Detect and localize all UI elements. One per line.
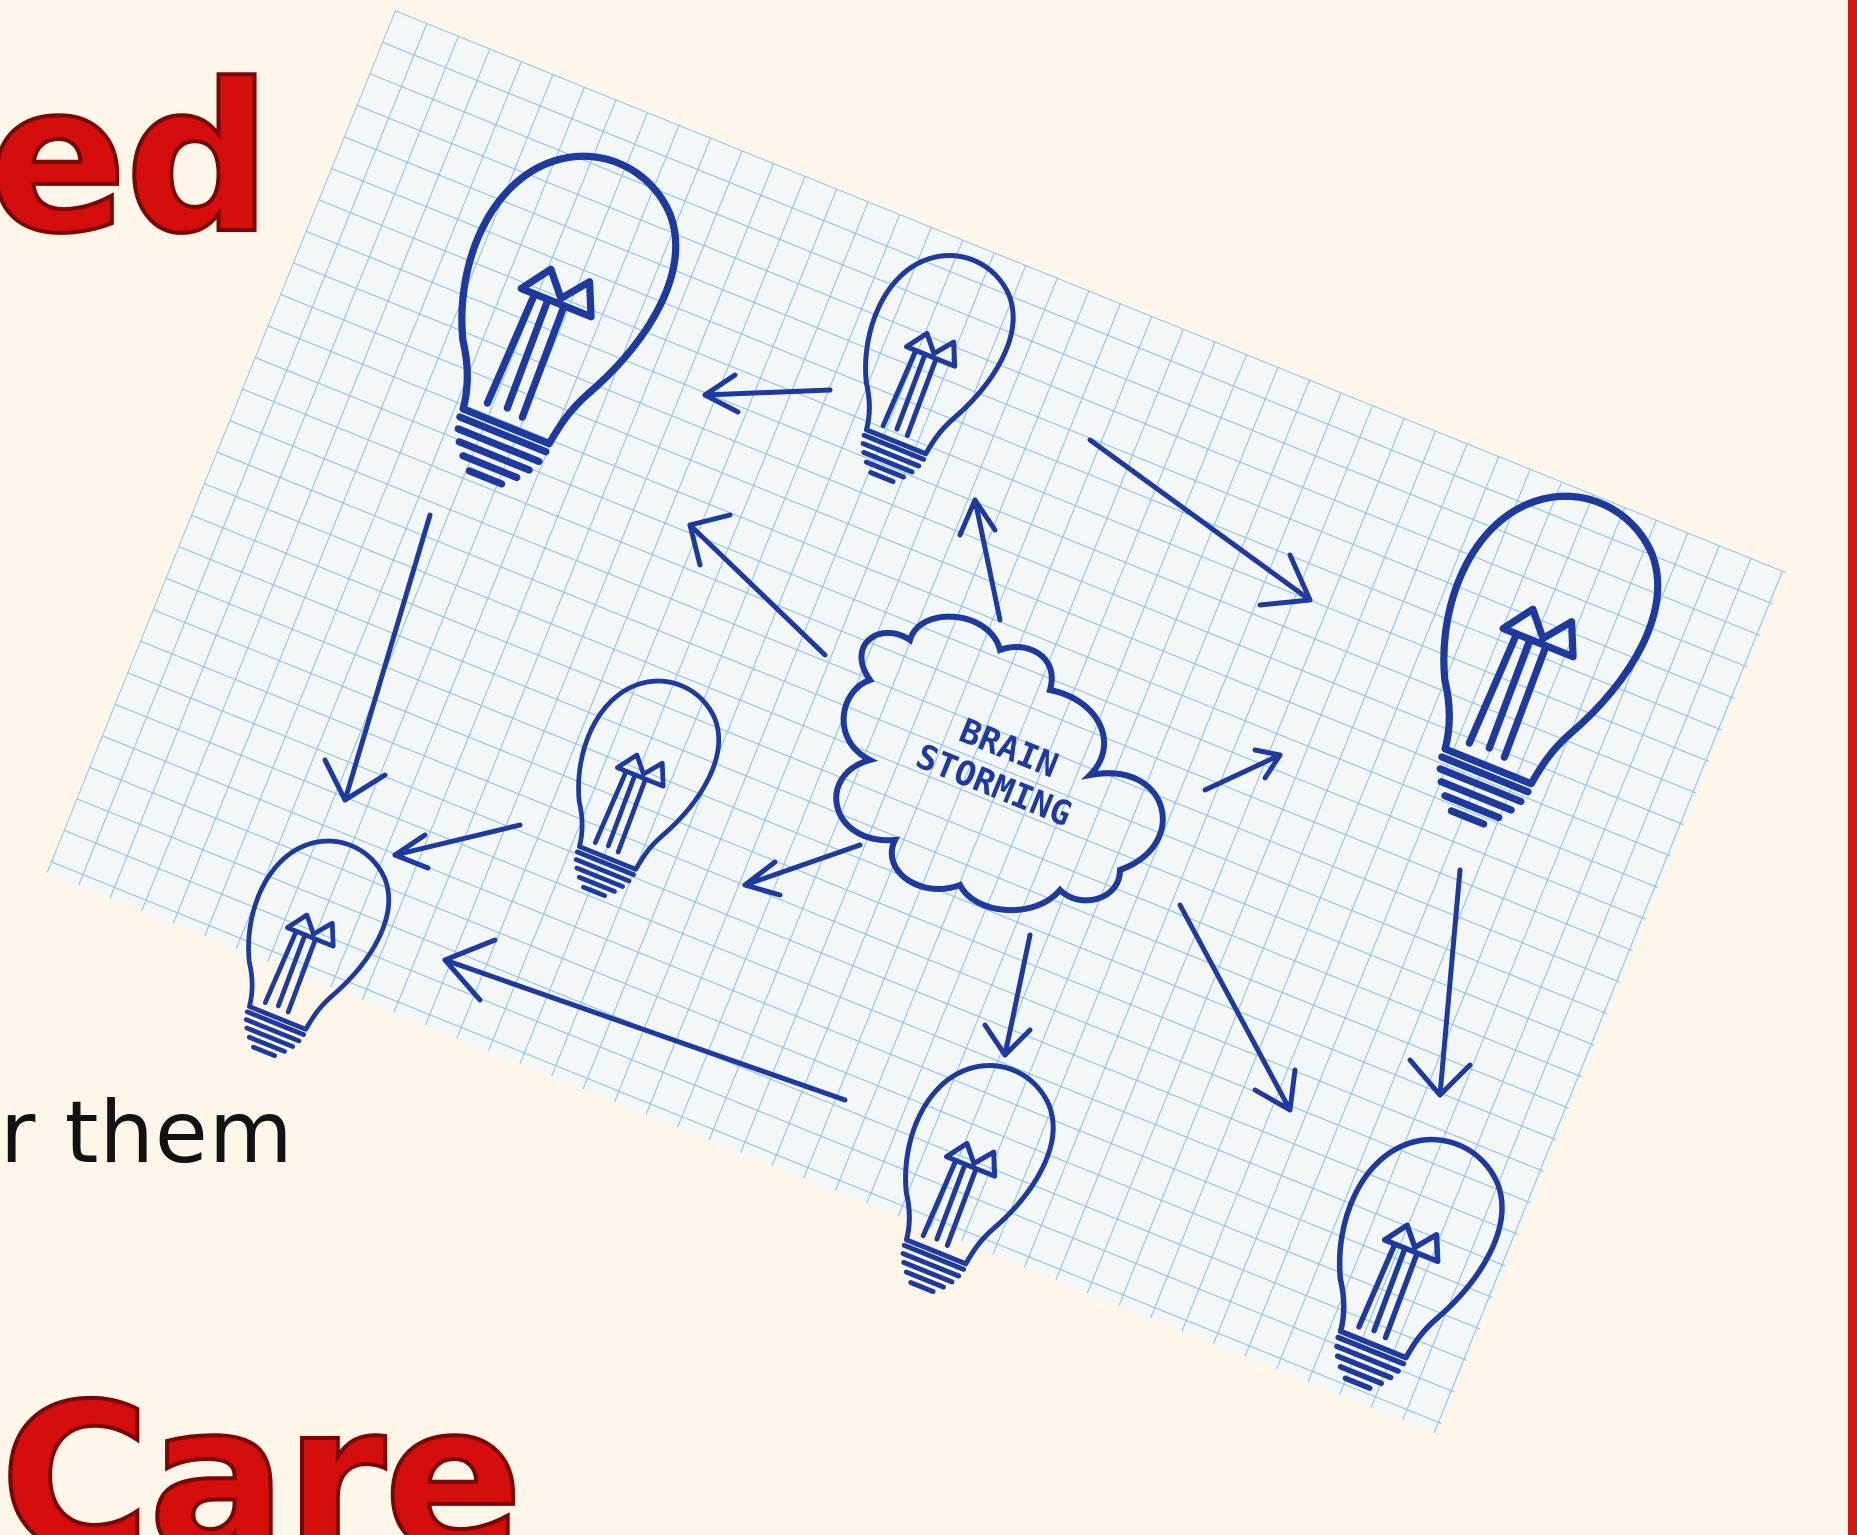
graph-paper-grid <box>47 10 1786 1434</box>
